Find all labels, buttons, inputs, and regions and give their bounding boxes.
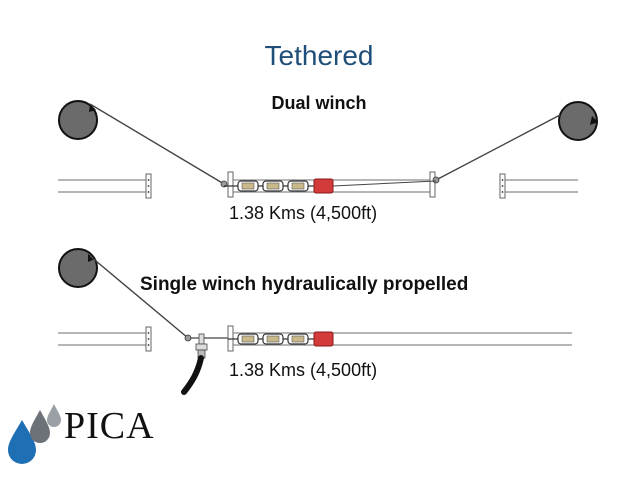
pica-logo-drops [8, 404, 61, 464]
gray-drop-icon [30, 410, 50, 443]
right-pipe-stub [499, 173, 578, 199]
left-pipe-stub [58, 173, 152, 199]
left-winch-icon [58, 100, 98, 140]
launcher-tee [184, 333, 228, 359]
slide-title: Tethered [264, 40, 374, 71]
single-winch-label: Single winch hydraulically propelled [140, 274, 469, 295]
single-tool-train [228, 331, 334, 347]
dual-winch-label: Dual winch [271, 93, 367, 113]
dual-winch-diagram [58, 100, 598, 199]
light-gray-drop-icon [47, 404, 61, 427]
right-winch-icon [558, 101, 598, 141]
blue-drop-icon [8, 420, 36, 464]
single-left-pipe-stub [58, 326, 152, 352]
left-cable [89, 103, 225, 185]
single-winch-diagram [58, 248, 572, 395]
inspection-tool-train [224, 178, 334, 194]
hydraulic-hose [181, 355, 204, 395]
single-cable [89, 255, 189, 339]
right-cable [435, 114, 561, 181]
single-winch-icon [58, 248, 98, 288]
dual-winch-distance: 1.38 Kms (4,500ft) [229, 203, 378, 223]
single-winch-distance: 1.38 Kms (4,500ft) [229, 360, 378, 380]
pica-logo-text: PICA [64, 405, 155, 447]
